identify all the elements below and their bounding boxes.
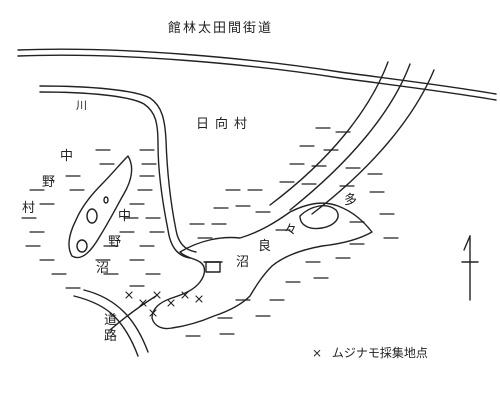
tatara-label-ra: 良 xyxy=(258,239,272,254)
tatara-label-onaji: 々 xyxy=(284,223,298,238)
river xyxy=(39,85,197,259)
road-title: 館林太田間街道 xyxy=(168,21,274,36)
nakano-marsh-label-3: 沼 xyxy=(96,261,110,276)
nakano-label-2: 野 xyxy=(42,175,56,190)
marsh-outline xyxy=(151,202,373,330)
hinata-village-label: 日向村 xyxy=(196,117,254,132)
north-arrow-icon xyxy=(461,235,479,301)
legend-marker-icon: × xyxy=(312,346,323,360)
tatara-label-numa: 沼 xyxy=(236,255,250,270)
legend-text: ムジナモ採集地点 xyxy=(331,346,428,360)
nakano-marsh-label-1: 中 xyxy=(118,209,132,224)
road-label-2: 路 xyxy=(104,329,118,344)
highway xyxy=(17,48,497,101)
road xyxy=(73,289,157,357)
nakano-marsh-label-2: 野 xyxy=(108,235,122,250)
legend: × ムジナモ採集地点 xyxy=(312,344,428,361)
collection-points xyxy=(125,291,203,317)
embankment xyxy=(269,61,435,215)
nakano-marsh xyxy=(68,155,133,259)
road-label-1: 道 xyxy=(104,313,118,328)
village-label: 村 xyxy=(22,201,36,216)
tatara-label-ta: 多 xyxy=(344,193,358,208)
marsh-hatching xyxy=(21,127,399,337)
nakano-label-1: 中 xyxy=(60,149,74,164)
river-label: 川 xyxy=(76,99,87,112)
